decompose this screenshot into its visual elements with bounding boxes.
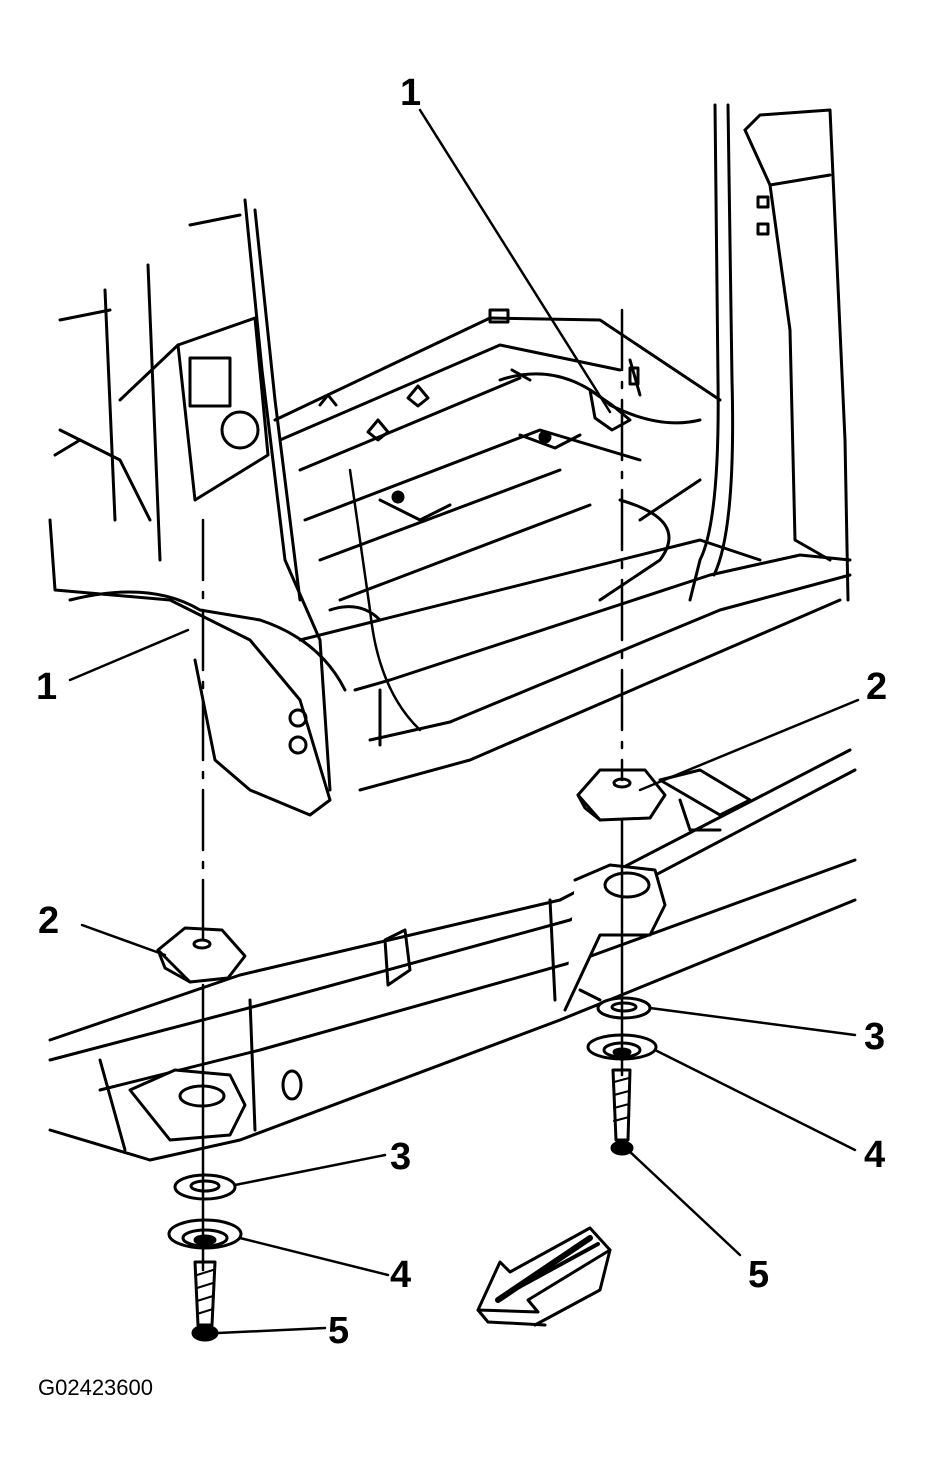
- callout-4-left: 4: [390, 1254, 412, 1296]
- callout-5-right: 5: [748, 1254, 770, 1296]
- figure-code: G02423600: [38, 1375, 153, 1400]
- callout-3-left: 3: [390, 1136, 412, 1178]
- frame-rail: [48, 748, 857, 1162]
- callout-3-right: 3: [864, 1016, 886, 1058]
- left-mount-stack: [156, 926, 247, 1342]
- callout-5-left: 5: [328, 1310, 350, 1352]
- callout-4-right: 4: [864, 1134, 886, 1176]
- leader-lines: [68, 108, 860, 1335]
- front-arrow-icon: [476, 1226, 612, 1327]
- vehicle-body: [48, 103, 852, 817]
- center-lines: [201, 308, 624, 1272]
- callout-1-upper: 1: [400, 72, 422, 114]
- callout-1-left: 1: [36, 666, 58, 708]
- callout-2-right: 2: [866, 666, 888, 708]
- callout-2-left: 2: [38, 900, 60, 942]
